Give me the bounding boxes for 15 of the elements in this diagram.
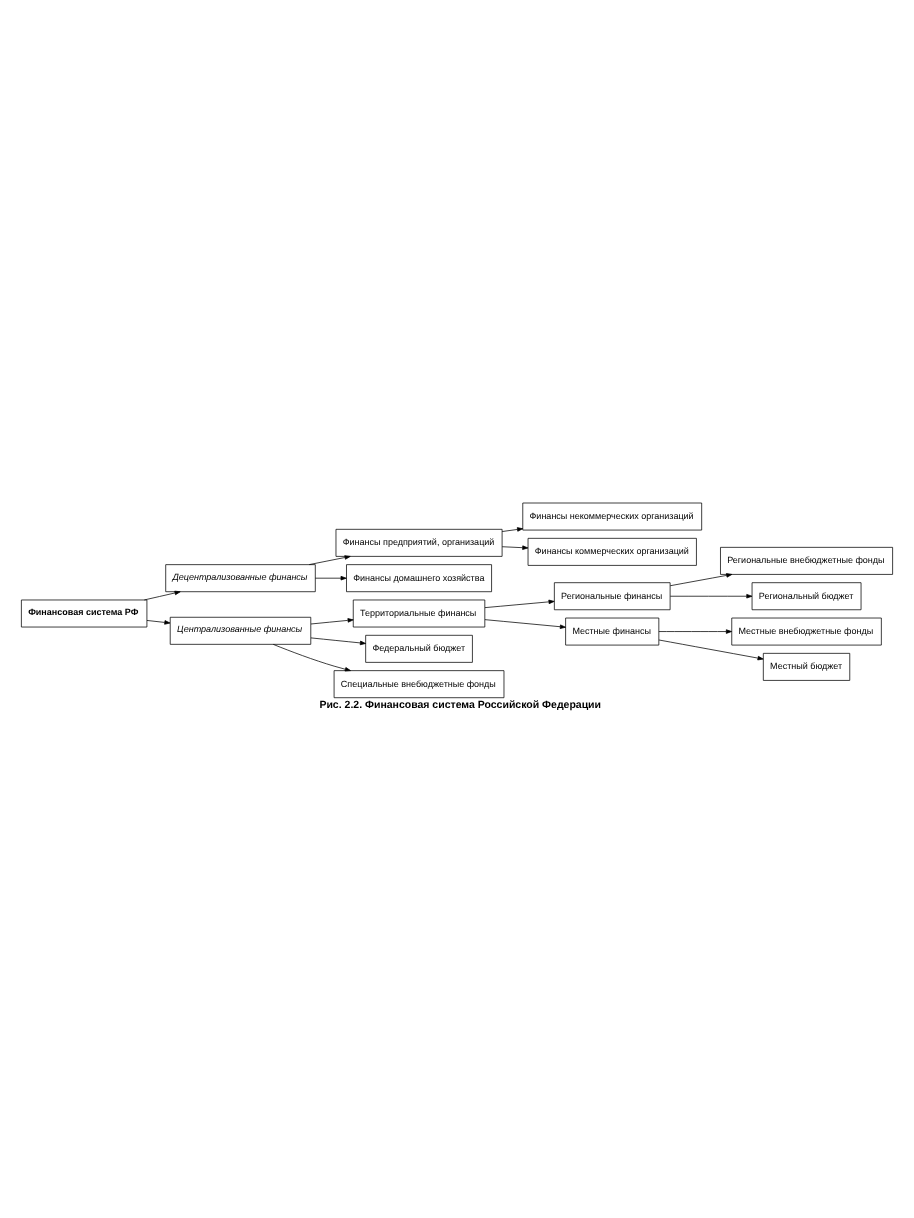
arrow xyxy=(272,644,351,672)
arrow xyxy=(310,618,354,625)
arrow xyxy=(308,555,351,565)
arrow xyxy=(310,637,366,646)
arrow xyxy=(314,575,347,581)
arrow xyxy=(143,590,181,601)
arrow xyxy=(658,629,732,634)
arrow xyxy=(146,620,171,625)
arrow xyxy=(484,619,566,629)
arrow xyxy=(501,545,529,550)
arrow xyxy=(501,527,524,532)
arrow xyxy=(484,599,555,608)
arrow xyxy=(658,639,764,661)
arrow xyxy=(669,594,753,599)
arrow xyxy=(669,573,733,587)
